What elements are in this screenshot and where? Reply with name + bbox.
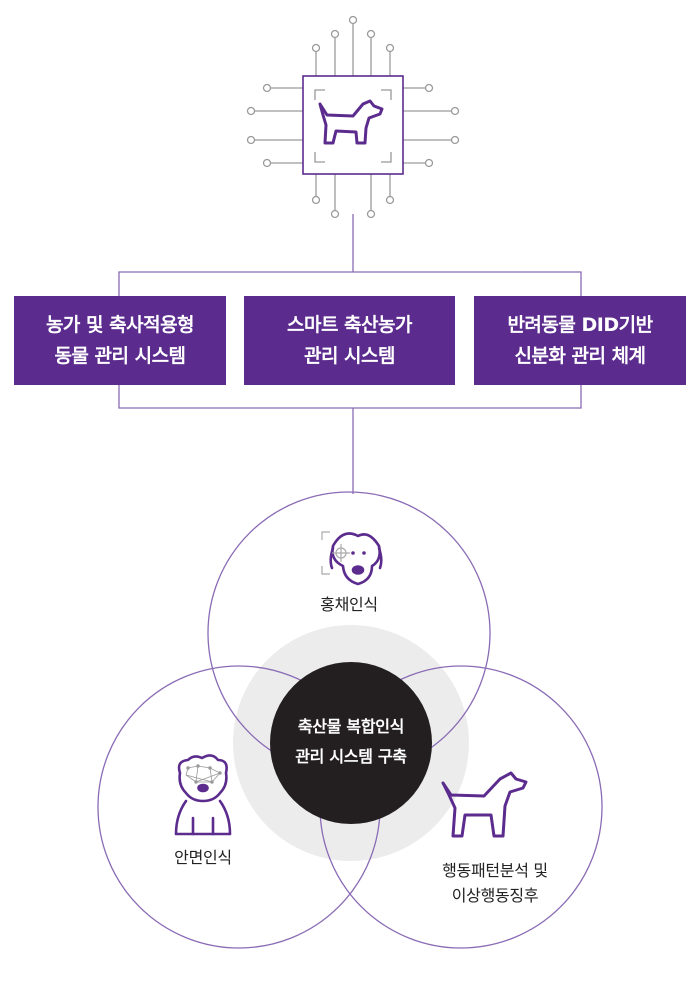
- system-box-smart-farm: 스마트 축산농가 관리 시스템: [244, 296, 455, 385]
- system-box-label: 스마트 축산농가 관리 시스템: [287, 313, 412, 367]
- chip-right-pins: [403, 83, 460, 168]
- chip-left-pins: [246, 83, 303, 168]
- chip-scan-corners: [314, 89, 392, 163]
- face-mesh: [185, 764, 222, 784]
- chip-bottom-pins: [311, 174, 395, 219]
- iris-recognition-label: 홍채인식: [320, 595, 378, 614]
- puppy-face-scan-icon: [174, 754, 232, 836]
- dog-face-scan-icon: [329, 532, 383, 586]
- systems-bracket: [118, 271, 582, 409]
- system-box-farm: 농가 및 축사적용형 동물 관리 시스템: [14, 296, 226, 385]
- system-box-label: 농가 및 축사적용형 동물 관리 시스템: [45, 313, 195, 367]
- system-box-label: 반려동물 DID기반 신분화 관리 체계: [507, 313, 653, 367]
- dog-icon: [318, 99, 384, 145]
- chip-top-pins: [311, 15, 395, 76]
- face-recognition-label: 안면인식: [174, 848, 232, 867]
- core-system-label: 축산물 복합인식 관리 시스템 구축: [295, 717, 407, 766]
- dog-walking-icon: [441, 771, 528, 838]
- iris-scan-frame: [321, 531, 350, 575]
- center-core: [270, 662, 432, 824]
- behavior-analysis-label: 행동패턴분석 및 이상행동징후: [442, 861, 548, 905]
- system-box-pet-did: 반려동물 DID기반 신분화 관리 체계: [474, 296, 686, 385]
- circuit-chip: [246, 15, 460, 219]
- chip-frame: [302, 75, 404, 175]
